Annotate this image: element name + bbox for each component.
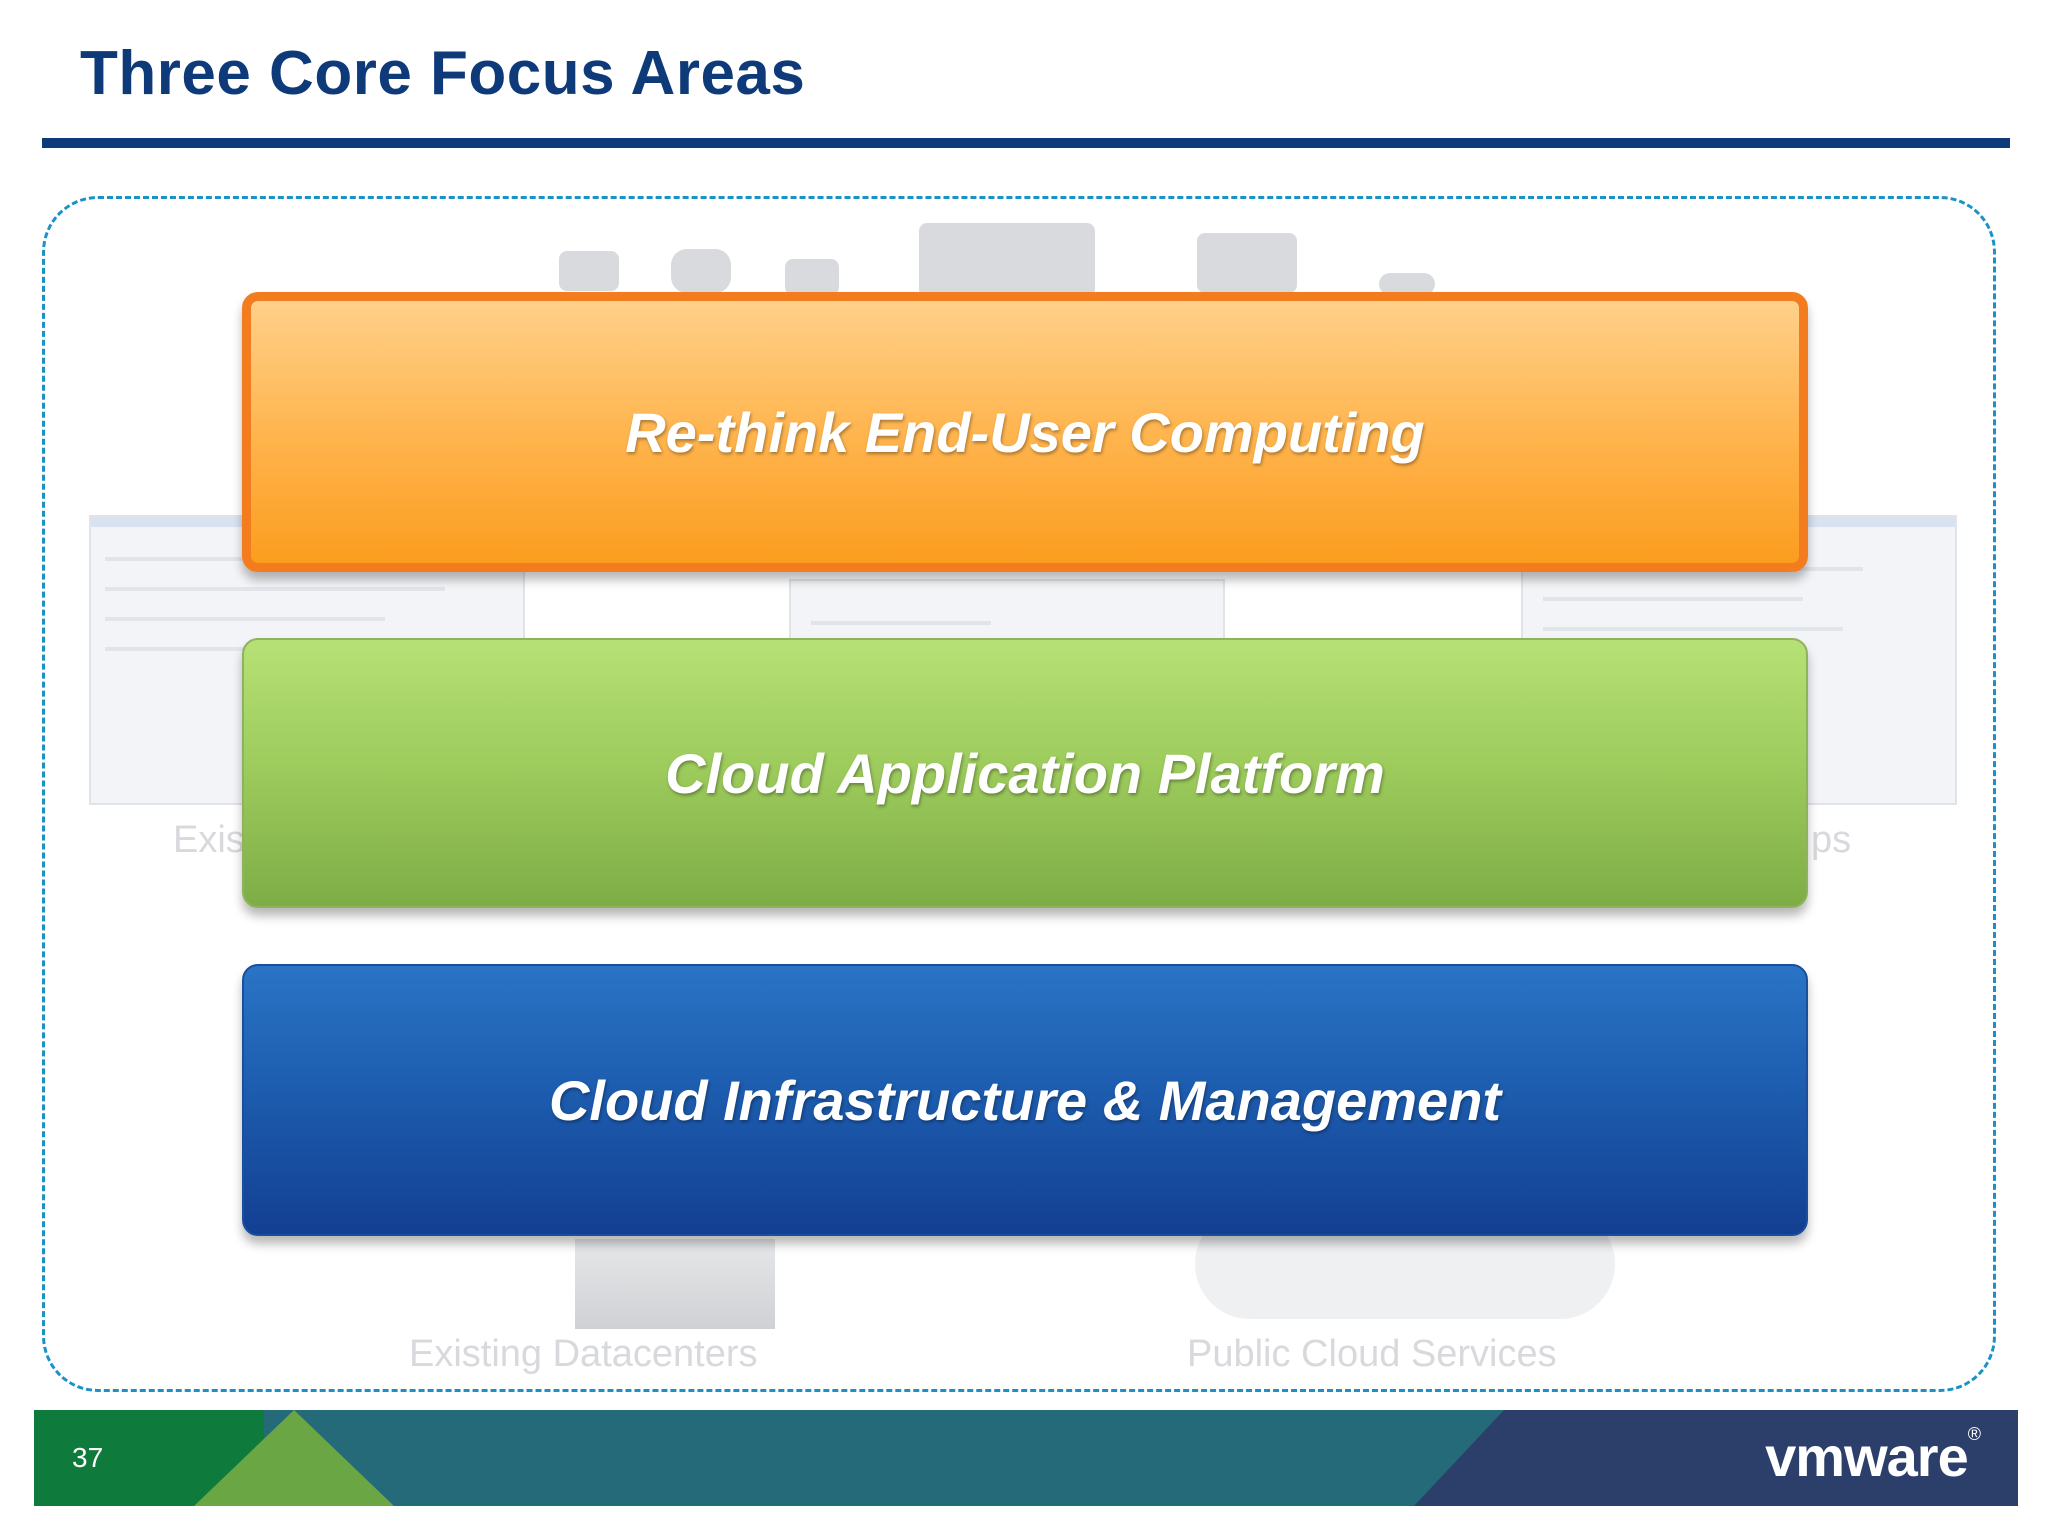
footer-triangle-segment xyxy=(194,1410,394,1506)
ghost-mouse-icon xyxy=(1379,273,1435,295)
slide-title: Three Core Focus Areas xyxy=(80,39,806,108)
ghost-monitor-icon xyxy=(919,223,1095,297)
footer-navy-segment xyxy=(1414,1410,2018,1506)
vmware-logo: vmware® xyxy=(1765,1424,1981,1489)
ghost-phone-icon xyxy=(559,251,619,291)
ghost-label-right: ps xyxy=(1811,819,1852,861)
ghost-feature-phone-icon xyxy=(785,259,839,295)
ghost-label-datacenters: Existing Datacenters xyxy=(409,1333,758,1375)
ghost-label-public-cloud: Public Cloud Services xyxy=(1187,1333,1557,1375)
logo-registered-mark: ® xyxy=(1967,1424,1981,1444)
focus-bar-label: Cloud Application Platform xyxy=(665,741,1385,805)
focus-bar-cloud-application-platform: Cloud Application Platform xyxy=(242,638,1808,908)
logo-text: vmware xyxy=(1765,1425,1969,1488)
footer-band: 37 vmware® xyxy=(34,1410,2018,1506)
ghost-server-rack-icon xyxy=(575,1239,775,1329)
ghost-smartphone-icon xyxy=(671,249,731,293)
title-underline xyxy=(42,138,2010,148)
focus-bar-label: Cloud Infrastructure & Management xyxy=(548,1068,1502,1132)
page-number: 37 xyxy=(72,1442,104,1473)
ghost-label-left: Exis xyxy=(173,819,245,861)
focus-bar-end-user-computing: Re-think End-User Computing xyxy=(242,292,1808,572)
focus-bar-cloud-infrastructure: Cloud Infrastructure & Management xyxy=(242,964,1808,1236)
focus-bar-label: Re-think End-User Computing xyxy=(625,400,1425,464)
ghost-tablet-icon xyxy=(1197,233,1297,293)
